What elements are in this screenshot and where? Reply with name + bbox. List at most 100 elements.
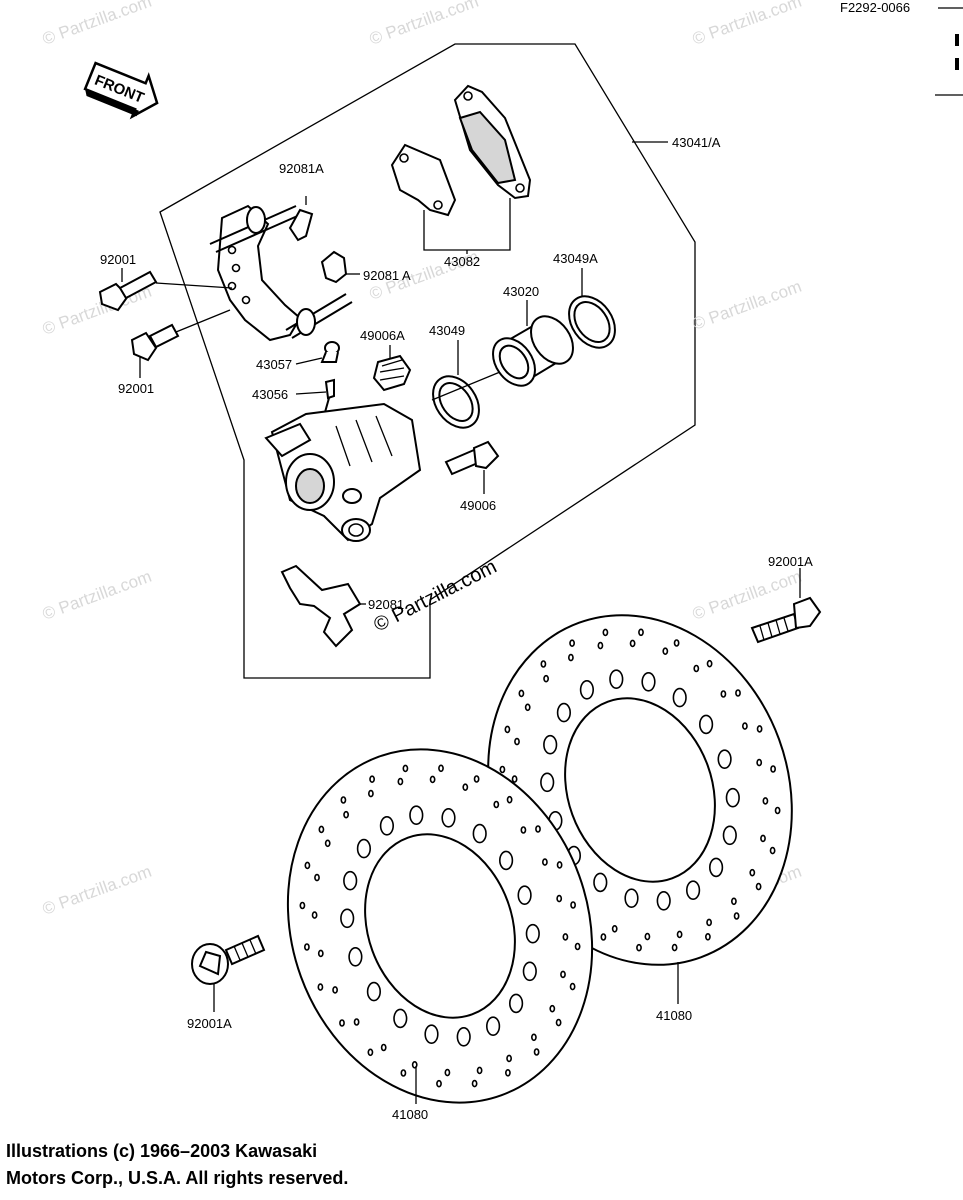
- disc-lightening-hole: [672, 687, 687, 708]
- disc-lightening-hole: [725, 787, 740, 808]
- disc-drilled-hole: [436, 1079, 442, 1088]
- disc-drilled-hole: [733, 912, 740, 920]
- disc-drilled-hole: [693, 664, 700, 673]
- disc-drilled-hole: [555, 1018, 562, 1027]
- disc-drilled-hole: [511, 775, 518, 783]
- disc-lightening-hole: [356, 838, 372, 859]
- disc-drilled-hole: [524, 703, 531, 712]
- disc-lightening-hole: [343, 870, 358, 891]
- disc-drilled-hole: [638, 628, 644, 637]
- disc-drilled-hole: [769, 846, 776, 855]
- disc-lightening-hole: [540, 772, 555, 793]
- part-label-43057: 43057: [256, 357, 292, 372]
- disc-drilled-hole: [332, 986, 338, 994]
- disc-lightening-hole: [624, 888, 639, 909]
- copyright-line-2: Motors Corp., U.S.A. All rights reserved…: [6, 1168, 349, 1188]
- part-label-92001-top: 92001: [100, 252, 136, 267]
- disc-drilled-hole: [706, 918, 712, 927]
- disc-lightening-hole: [441, 807, 456, 828]
- disc-lightening-hole: [456, 1027, 471, 1047]
- disc-drilled-hole: [644, 932, 651, 941]
- disc-lightening-hole: [366, 981, 382, 1002]
- corner-mark: [955, 34, 959, 46]
- caliper-assembly-outline: [159, 43, 696, 679]
- pad-spring: [280, 564, 362, 648]
- disc-drilled-hole: [676, 930, 683, 939]
- disc-drilled-hole: [303, 943, 310, 951]
- part-label-49006: 49006: [460, 498, 496, 513]
- disc-drilled-hole: [770, 765, 776, 773]
- disc-drilled-hole: [533, 1048, 540, 1056]
- disc-lightening-hole: [348, 946, 363, 967]
- disc-drilled-hole: [671, 943, 678, 952]
- watermark: © Partzilla.com: [690, 277, 804, 334]
- disc-drilled-hole: [568, 653, 574, 662]
- disc-drilled-hole: [369, 775, 375, 784]
- disc-drilled-hole: [756, 758, 763, 767]
- caliper-piston: [492, 315, 574, 387]
- part-label-43049a: 43049A: [553, 251, 598, 266]
- watermark: © Partzilla.com: [40, 567, 154, 624]
- disc-drilled-hole: [600, 933, 607, 941]
- disc-drilled-hole: [317, 949, 324, 958]
- disc-lightening-hole: [609, 669, 624, 690]
- disc-drilled-hole: [504, 1069, 511, 1077]
- disc-drilled-hole: [611, 924, 618, 933]
- disc-drilled-hole: [562, 933, 569, 941]
- disc-drilled-hole: [339, 1019, 345, 1027]
- disc-drilled-hole: [499, 765, 506, 774]
- disc-drilled-hole: [429, 775, 436, 784]
- disc-drilled-hole: [514, 737, 520, 746]
- disc-drilled-hole: [629, 639, 636, 648]
- disc-drilled-hole: [397, 777, 404, 786]
- part-label-43056: 43056: [252, 387, 288, 402]
- disc-drilled-hole: [299, 901, 306, 910]
- disc-drilled-hole: [705, 932, 711, 941]
- caliper-body: [264, 402, 422, 542]
- caliper-pin-bolt: [444, 440, 500, 476]
- disc-drilled-hole: [400, 1069, 407, 1077]
- disc-drilled-hole: [535, 825, 541, 833]
- disc-lightening-hole: [486, 1016, 501, 1036]
- disc-drilled-hole: [340, 796, 347, 804]
- disc-drilled-hole: [756, 725, 763, 733]
- disc-bolt-right: [750, 596, 822, 644]
- disc-drilled-hole: [556, 861, 563, 869]
- piston-seal: [432, 375, 480, 429]
- disc-drilled-hole: [438, 764, 444, 773]
- disc-drilled-hole: [597, 641, 604, 650]
- disc-drilled-hole: [574, 942, 581, 951]
- disc-drilled-hole: [742, 722, 748, 730]
- disc-lightening-hole: [379, 815, 395, 836]
- disc-drilled-hole: [556, 894, 563, 903]
- watermark: © Partzilla.com: [367, 0, 481, 49]
- disc-drilled-hole: [317, 983, 324, 991]
- part-label-49006a: 49006A: [360, 328, 405, 343]
- pad-spring-clip: [320, 250, 348, 284]
- disc-lightening-hole: [579, 679, 595, 700]
- brake-pad-rear: [453, 84, 532, 200]
- disc-drilled-hole: [570, 901, 576, 909]
- disc-lightening-hole: [641, 671, 656, 692]
- disc-drilled-hole: [304, 861, 311, 870]
- watermark: © Partzilla.com: [40, 862, 154, 919]
- disc-lightening-hole: [593, 872, 608, 893]
- watermark: © Partzilla.com: [690, 0, 804, 49]
- disc-drilled-hole: [735, 689, 741, 697]
- disc-drilled-hole: [749, 868, 756, 877]
- disc-lightening-hole: [409, 805, 424, 826]
- part-label-41080-right: 41080: [656, 1008, 692, 1023]
- disc-drilled-hole: [314, 873, 320, 882]
- disc-drilled-hole: [506, 1054, 512, 1063]
- part-label-43020: 43020: [503, 284, 539, 299]
- disc-lightening-hole: [656, 890, 671, 911]
- disc-drilled-hole: [531, 1033, 537, 1042]
- front-arrow-icon: FRONT: [83, 61, 159, 120]
- disc-drilled-hole: [324, 839, 331, 848]
- disc-drilled-hole: [520, 826, 527, 834]
- disc-drilled-hole: [569, 982, 576, 991]
- disc-drilled-hole: [549, 1004, 556, 1013]
- disc-lightening-hole: [556, 702, 572, 723]
- part-label-43082: 43082: [444, 254, 480, 269]
